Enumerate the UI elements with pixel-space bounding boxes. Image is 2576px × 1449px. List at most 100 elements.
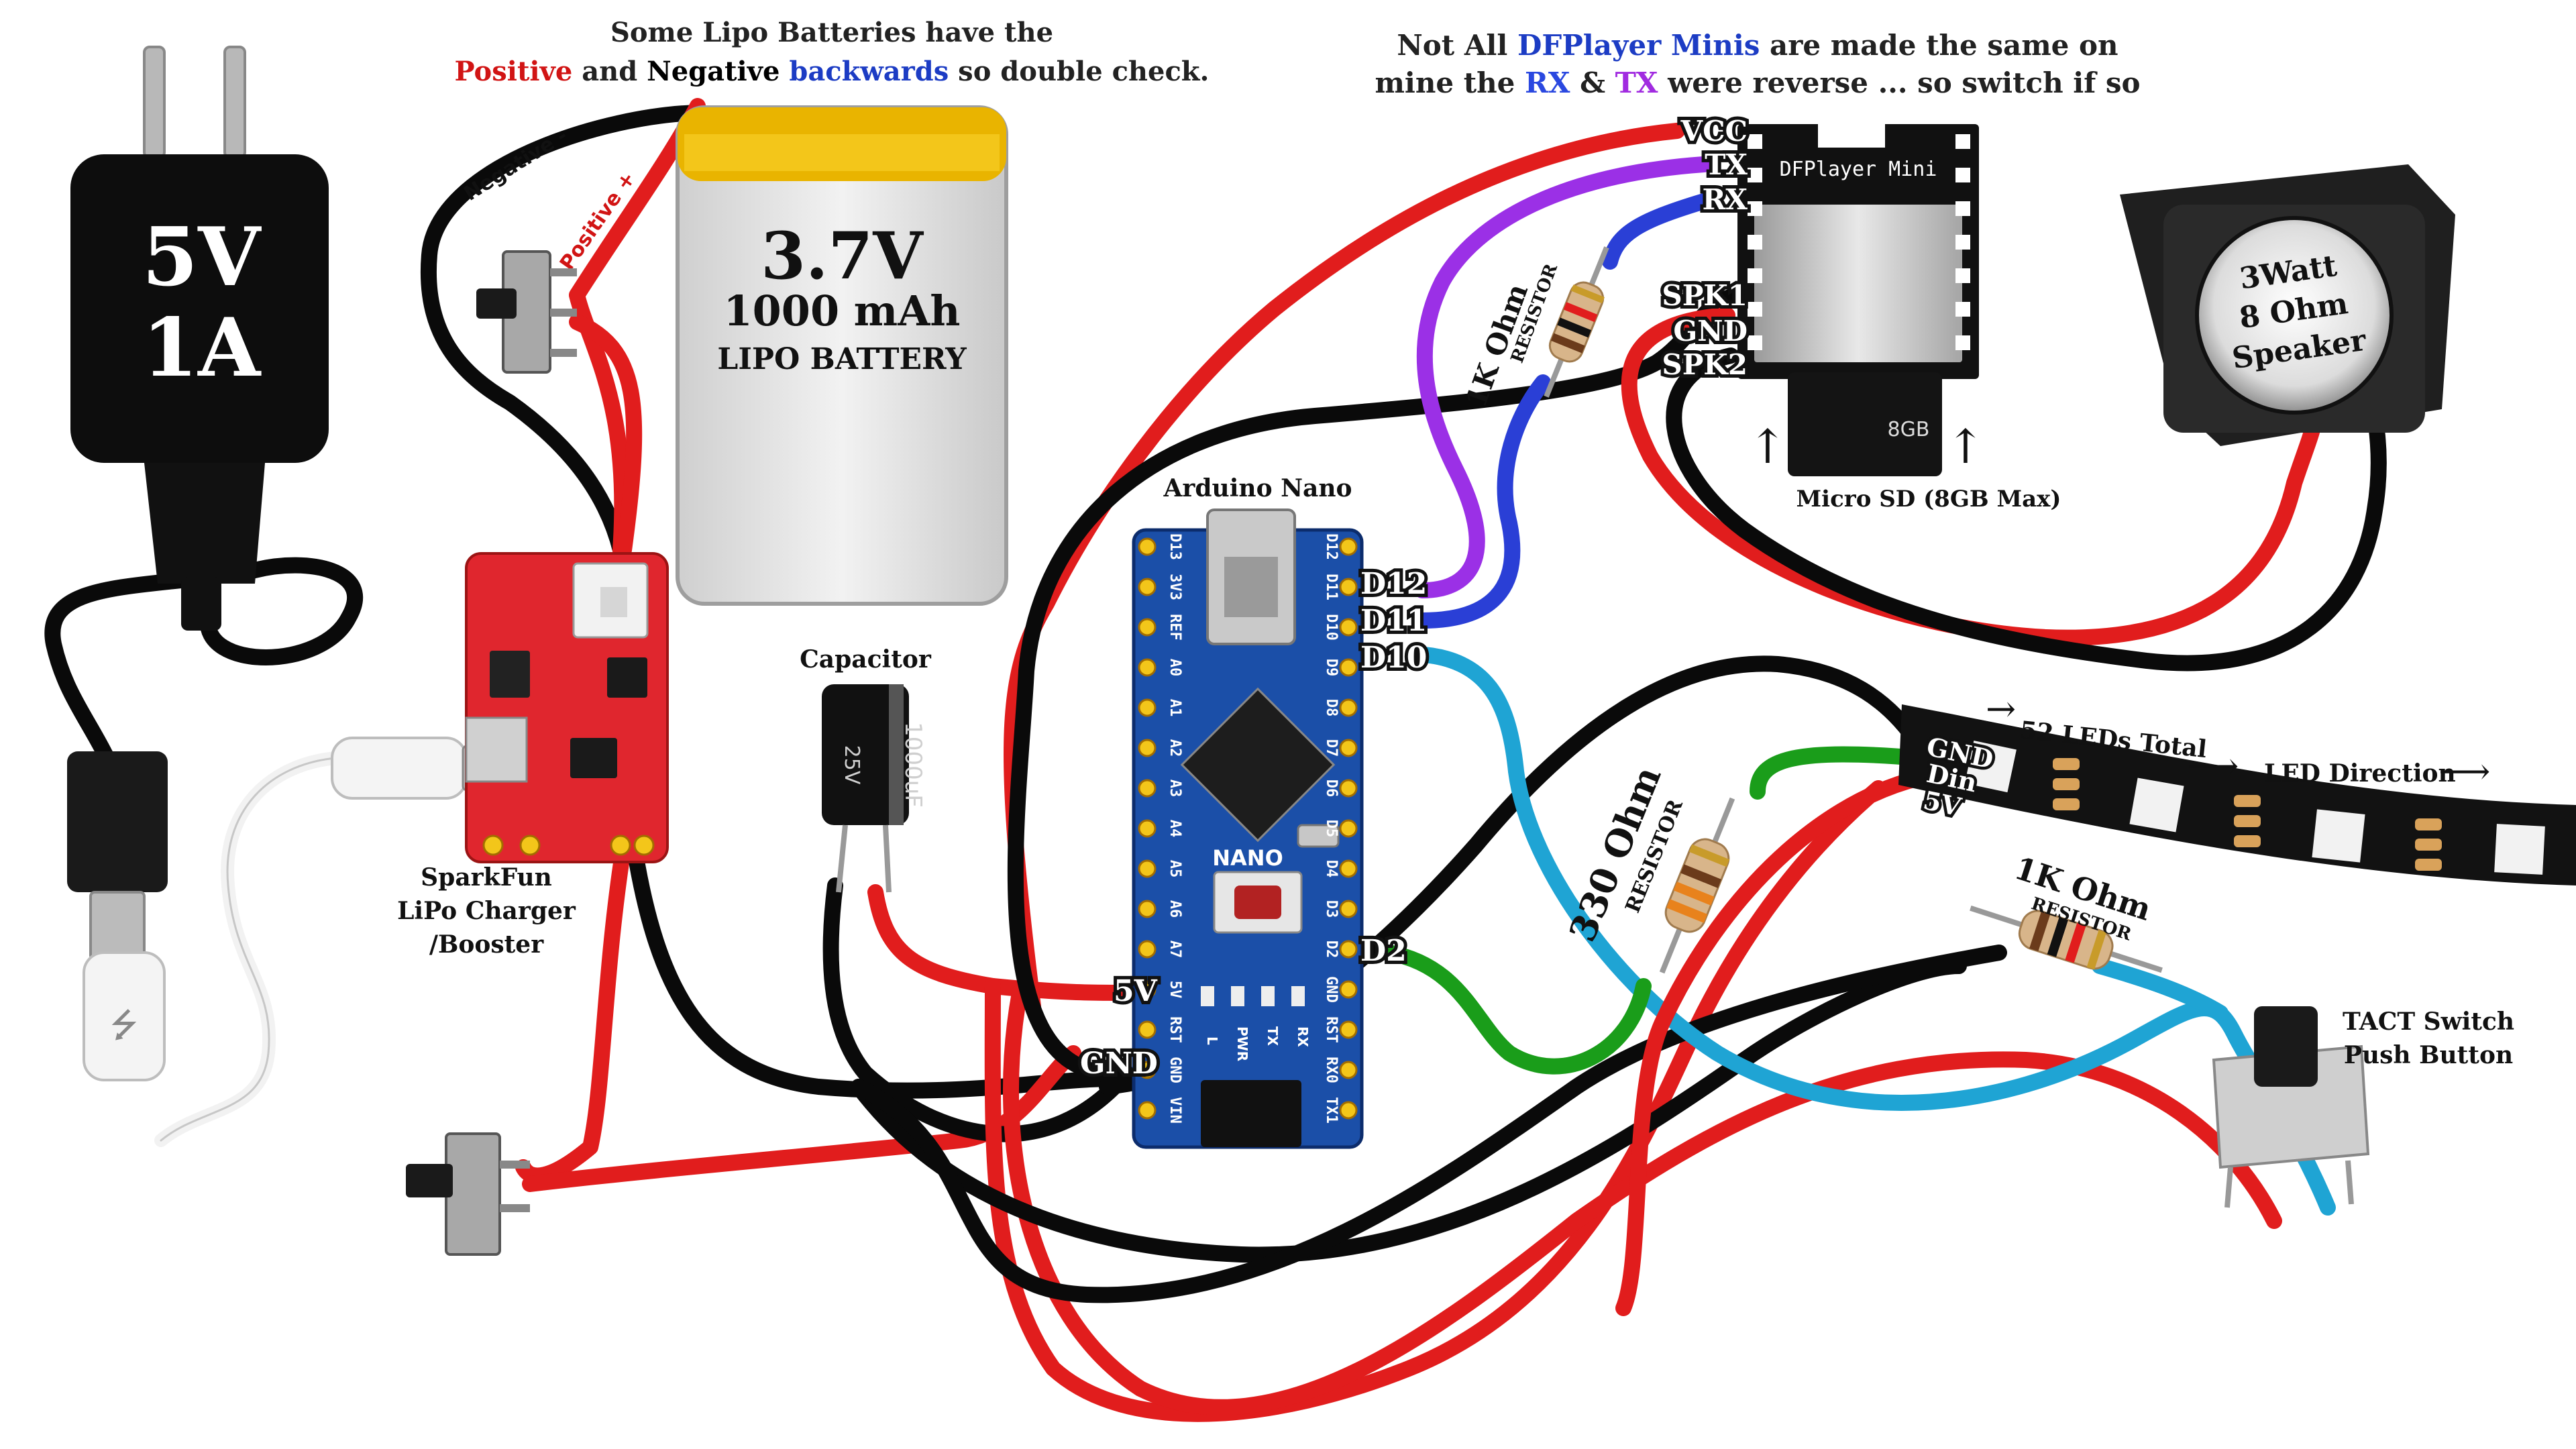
df-note-tx: TX xyxy=(1615,66,1658,99)
led-2 xyxy=(2129,777,2184,833)
nano-pin-label-right-6: D7 xyxy=(1323,739,1340,757)
svg-text:mine the RX & TX were reverse: mine the RX & TX were reverse ... so swi… xyxy=(1375,66,2140,99)
usb-white-cable-outline xyxy=(160,757,337,1142)
micro-sd-card: 8GB ↑ ↑ Micro SD (8GB Max) xyxy=(1748,372,2061,513)
led-5v-red xyxy=(1615,770,1927,1316)
black-to-tact xyxy=(851,958,1967,1263)
rx-d11-wire-lower xyxy=(1414,374,1551,629)
nano-pin-label-right-7: D6 xyxy=(1323,780,1340,798)
arduino-callouts: D12 D11 D10 D2 5V GND xyxy=(1077,564,1430,1084)
cap-black-lead xyxy=(822,877,1135,1142)
battery-warning-line1: Some Lipo Batteries have the xyxy=(610,17,1053,48)
led-strip xyxy=(1898,704,2576,885)
black-top-loop xyxy=(1007,287,1752,1081)
nano-led-rx: RX xyxy=(1295,1026,1311,1047)
positive-word: Positive xyxy=(455,56,573,87)
nano-pin-label-left-11: A7 xyxy=(1167,941,1183,959)
tact-switch[interactable] xyxy=(2212,1006,2370,1208)
tact-label-line1: TACT Switch xyxy=(2343,1008,2514,1036)
dfplayer-pin-labels: VCC TX RX SPK1 GND SPK2 xyxy=(1658,111,1751,384)
nano-pin-label-left-9: A5 xyxy=(1167,860,1183,878)
svg-text:Not All DFPlayer Minis are mad: Not All DFPlayer Minis are made the same… xyxy=(1397,29,2118,62)
negative-word: Negative xyxy=(647,56,780,87)
nano-pin-label-left-7: A3 xyxy=(1167,780,1183,798)
sd-size: 8GB xyxy=(1888,418,1930,441)
led-1 xyxy=(1964,741,2017,793)
capacitor: Capacitor 1000uF 25V xyxy=(800,645,932,893)
capacitor-value: 1000uF xyxy=(900,722,926,808)
svg-text:Some Lipo Batteries have the: Some Lipo Batteries have the xyxy=(610,17,1053,48)
up-arrow-left-icon: ↑ xyxy=(1748,419,1788,474)
bottom-slide-switch[interactable] xyxy=(406,1132,530,1256)
nano-pin-label-left-6: A2 xyxy=(1167,739,1183,757)
nano-pin-label-left-4: A0 xyxy=(1167,659,1183,677)
wall-charger: 5V 1A xyxy=(70,46,329,631)
battery-type: LIPO BATTERY xyxy=(717,342,967,376)
nano-led-tx: TX xyxy=(1265,1026,1281,1046)
callout-d10: D10 xyxy=(1360,641,1427,675)
tact-cyan-lead xyxy=(2092,958,2229,1021)
df-pin-tx: TX xyxy=(1705,148,1748,181)
nano-pin-label-right-3: D10 xyxy=(1323,614,1340,641)
top-slide-switch[interactable] xyxy=(476,250,577,374)
nano-led-l: L xyxy=(1204,1036,1220,1045)
resistor-1k-button xyxy=(1970,905,2163,973)
sparkfun-label-line2: LiPo Charger xyxy=(397,897,576,925)
lipo-battery: 3.7V 1000 mAh LIPO BATTERY xyxy=(676,105,1008,606)
nano-pin-label-left-14: GND xyxy=(1167,1057,1183,1083)
nano-pin-label-right-11: D2 xyxy=(1323,941,1340,959)
dfplayer-mini: DFPlayer Mini xyxy=(1737,121,1979,379)
nano-pin-label-right-2: D11 xyxy=(1323,574,1340,600)
nano-pin-label-left-8: A4 xyxy=(1167,820,1183,838)
tact-switch-label: TACT Switch Push Button xyxy=(2343,1008,2514,1069)
plug-prong-right xyxy=(223,46,246,159)
nano-pin-label-left-12: 5V xyxy=(1167,981,1183,999)
nano-pin-label-right-13: RST xyxy=(1323,1016,1340,1043)
negative-wire-label: Negative - xyxy=(460,124,572,206)
nano-pin-label-left-2: 3V3 xyxy=(1167,574,1183,600)
capacitor-voltage: 25V xyxy=(840,745,863,785)
tact-label-line2: Push Button xyxy=(2344,1041,2513,1069)
nano-pin-label-left-13: RST xyxy=(1167,1016,1183,1043)
sparkfun-lipo-board xyxy=(465,552,669,863)
battery-warning-note: Some Lipo Batteries have the Positive an… xyxy=(455,17,1210,87)
cap-red-lead xyxy=(867,884,1135,1001)
callout-5v: 5V xyxy=(1114,974,1158,1008)
arrow-right-icon-3: ⟶ xyxy=(2438,750,2490,792)
arrow-right-icon-1: → xyxy=(1986,688,2016,730)
nano-silk: NANO xyxy=(1212,845,1283,871)
sparkfun-label-line3: /Booster xyxy=(429,930,544,959)
switch-bottom-red xyxy=(522,1045,1081,1192)
nano-pin-label-left-5: A1 xyxy=(1167,699,1183,717)
battery-positive-wire xyxy=(569,98,706,558)
led-4 xyxy=(2494,824,2545,875)
led-strip-pin-labels: GND Din 5V xyxy=(1918,728,1999,825)
tx-d12-wire xyxy=(1414,156,1712,598)
plug-prong-left xyxy=(143,46,166,159)
nano-pin-label-right-9: D4 xyxy=(1323,860,1340,878)
df-note-rx: RX xyxy=(1525,66,1570,99)
callout-d12: D12 xyxy=(1360,567,1427,601)
switch-top-red xyxy=(569,314,643,558)
nano-pin-label-right-1: D12 xyxy=(1323,533,1340,560)
arduino-nano: D13 3V3 REF A0 A1 A2 A3 A4 A5 A6 A7 5V R… xyxy=(1132,508,1364,1149)
red-vcc-loop xyxy=(1003,123,1685,1014)
sparkfun-out-red xyxy=(515,837,632,1184)
led-3 xyxy=(2312,809,2365,863)
nano-pin-label-right-8: D5 xyxy=(1323,820,1340,838)
nano-pin-label-left-15: VIN xyxy=(1167,1097,1183,1124)
d10-cyan-wire xyxy=(1407,646,2336,1216)
svg-text:Positive and Negative backward: Positive and Negative backwards so doubl… xyxy=(455,56,1210,87)
arrow-right-icon-2: ⟶ xyxy=(2187,745,2239,787)
dfplayer-title: DFPlayer Mini xyxy=(1780,158,1937,181)
arduino-title: Arduino Nano xyxy=(1163,474,1352,502)
df-pin-gnd: GND xyxy=(1673,315,1748,347)
usb-white-cable xyxy=(154,751,342,1147)
nano-pin-label-left-10: A6 xyxy=(1167,900,1183,918)
and-word: and xyxy=(582,56,637,87)
df-pin-spk2: SPK2 xyxy=(1662,348,1748,381)
nano-pin-label-right-10: D3 xyxy=(1323,900,1340,918)
nano-pin-label-right-12: GND xyxy=(1323,976,1340,1003)
df-note-amp: & xyxy=(1580,66,1605,99)
capacitor-label: Capacitor xyxy=(800,645,932,674)
